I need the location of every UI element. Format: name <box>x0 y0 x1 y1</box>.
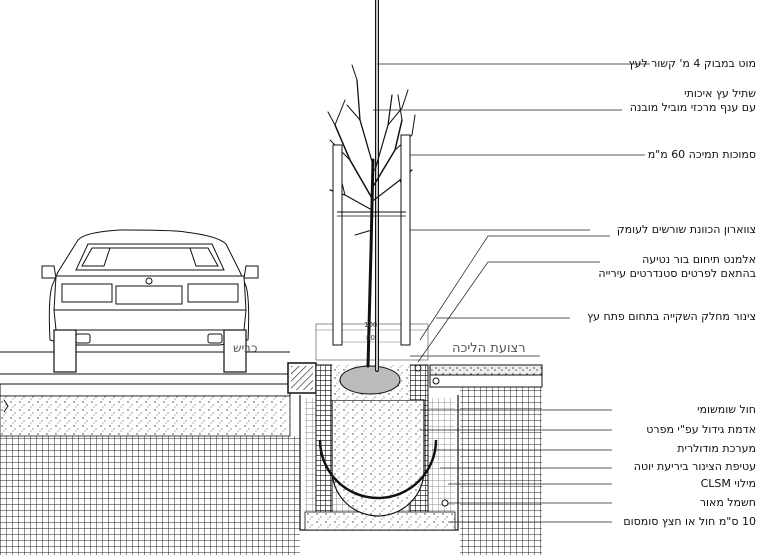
callout-frame-line1: אלמנט תיחום בור נטיעה <box>642 253 756 266</box>
callout-irrigation: צינור מחלק השקייה בתחום פתח עץ <box>587 310 756 323</box>
leader-lines <box>373 63 650 523</box>
callout-clsm: מילוי CLSM <box>700 477 756 490</box>
sidewalk-layers <box>410 355 543 555</box>
callout-sand: חול שומשומי <box>697 403 756 416</box>
callout-frame-line2: בהתאם לפרטים סטנדרטים עירייה <box>598 267 756 280</box>
callout-modular: מערכת מודולרית <box>677 442 756 455</box>
callout-stake: מוט במבוק 4 מ' קשור לעץ <box>628 57 756 70</box>
tree <box>327 0 416 372</box>
planting-pit <box>287 362 459 531</box>
dimension-outer: 100 <box>364 321 378 329</box>
car-illustration <box>41 229 259 373</box>
callout-tree-line1: שתיל עץ איכותי <box>684 87 756 100</box>
road-label: כביש <box>233 341 258 355</box>
callout-root-barrier: צווארון הכוונת שורשים לעומק <box>616 223 756 236</box>
support-posts <box>332 134 411 346</box>
road-layers <box>0 351 300 555</box>
dimension-inner: 80 <box>366 334 375 342</box>
callout-tree-line2: עם ענף מרכזי מוביל מובנה <box>629 101 756 114</box>
callout-support: סמוכות תמיכה 60 מ"מ <box>647 148 756 161</box>
callout-soil: אדמת גידול עפ"י מפרט <box>646 423 756 436</box>
callout-wrap: עטיפת הצינור ביריעת יוטה <box>633 460 756 473</box>
callout-electric: חשמל מאור <box>699 496 756 509</box>
callout-gravel: 10 ס"מ חול או חצץ סומסום <box>623 515 756 528</box>
sidewalk-label: רצועת הליכה <box>452 341 526 356</box>
